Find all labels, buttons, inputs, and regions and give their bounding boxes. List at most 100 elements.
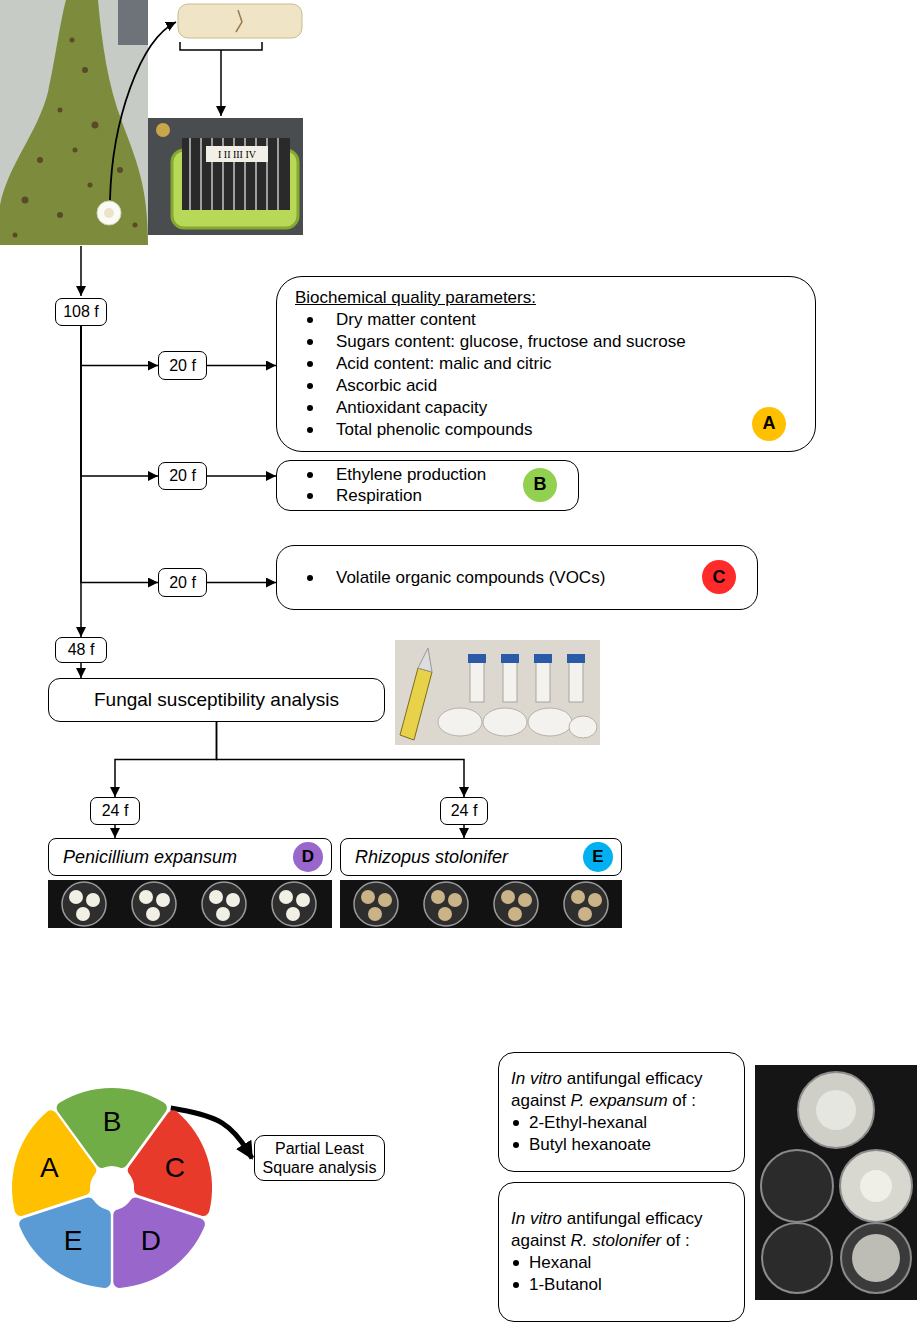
rhizopus-dishes-photo bbox=[340, 880, 622, 928]
connector bbox=[207, 365, 276, 367]
tubes-photo bbox=[534, 654, 552, 663]
species-name: Penicillium expansum bbox=[63, 846, 237, 869]
wheel-letter: D bbox=[141, 1225, 161, 1256]
list-row: Ethylene production bbox=[295, 464, 560, 485]
connector bbox=[217, 722, 465, 797]
wheel-label-holder: C bbox=[165, 1152, 185, 1184]
circle-letter: A bbox=[763, 412, 776, 435]
sample-count-box: 20 f bbox=[158, 568, 207, 597]
list-item: Volatile organic compounds (VOCs) bbox=[336, 568, 605, 587]
pear-photo bbox=[117, 167, 123, 173]
wheel-label-holder: B bbox=[103, 1106, 122, 1138]
core-sample-photo bbox=[236, 10, 242, 32]
box-heading: Biochemical quality parameters: bbox=[295, 287, 797, 309]
circle-letter: E bbox=[592, 846, 603, 867]
count-label: 20 f bbox=[169, 573, 196, 593]
bullet-dot bbox=[307, 317, 313, 323]
tubes-photo bbox=[503, 662, 517, 702]
wheel-letter: A bbox=[40, 1152, 59, 1183]
text-word: vitro bbox=[530, 1069, 562, 1088]
sample-arrows bbox=[180, 42, 262, 50]
in-vitro-dishes-photo bbox=[761, 1150, 833, 1222]
list-item: Antioxidant capacity bbox=[336, 398, 487, 417]
list-row: Total phenolic compounds bbox=[295, 419, 797, 441]
letter-circle: B bbox=[523, 468, 557, 502]
connector bbox=[207, 475, 276, 477]
text-word: efficacy bbox=[645, 1209, 702, 1228]
wheel-letter: E bbox=[64, 1225, 83, 1256]
count-label: 20 f bbox=[169, 356, 196, 376]
list-row: Ascorbic acid bbox=[295, 375, 797, 397]
label-sticker: I II III IV bbox=[206, 146, 268, 162]
connector bbox=[81, 326, 158, 583]
count-label: 24 f bbox=[102, 801, 129, 821]
sample-count-box: 24 f bbox=[90, 797, 140, 825]
bullet-dot bbox=[307, 361, 313, 367]
pear-photo bbox=[104, 208, 114, 218]
process-box: Fungal susceptibility analysis bbox=[48, 678, 385, 722]
rhizopus-dishes-photo bbox=[424, 882, 468, 926]
core-sample-photo bbox=[178, 4, 302, 38]
slicer-photo bbox=[156, 123, 170, 137]
slicer-photo bbox=[277, 138, 278, 210]
pear-photo bbox=[82, 67, 88, 73]
tubes-photo bbox=[395, 640, 600, 745]
list-item: Dry matter content bbox=[336, 310, 476, 329]
tubes-photo bbox=[569, 716, 597, 738]
text-word: R. bbox=[571, 1231, 588, 1250]
connector bbox=[463, 825, 465, 838]
sample-arrows bbox=[81, 22, 262, 296]
count-label: 48 f bbox=[68, 640, 95, 660]
list-item: 1-Butanol bbox=[529, 1275, 602, 1294]
tubes-photo bbox=[483, 708, 527, 736]
pear-photo bbox=[92, 122, 99, 129]
text-word: vitro bbox=[530, 1209, 562, 1228]
penicillium-dishes-photo bbox=[62, 882, 106, 926]
wheel-segment: D bbox=[112, 1195, 207, 1288]
text-word: In bbox=[511, 1069, 525, 1088]
pear-photo bbox=[88, 183, 93, 188]
in-vitro-dishes-photo bbox=[852, 1234, 900, 1282]
wheel-label-holder: A bbox=[40, 1152, 59, 1184]
list-item: Ethylene production bbox=[336, 465, 486, 484]
connector bbox=[81, 326, 158, 476]
wheel-letter: B bbox=[103, 1106, 122, 1137]
bullet-dot bbox=[513, 1142, 519, 1148]
assay-box: In vitro antifungal efficacy against R. … bbox=[498, 1182, 745, 1322]
text-word: efficacy bbox=[645, 1069, 702, 1088]
in-vitro-dishes-photo bbox=[816, 1090, 856, 1130]
wheel-segment-fill bbox=[19, 1197, 111, 1287]
tubes-photo bbox=[395, 640, 600, 745]
sample-count-box: 20 f bbox=[158, 462, 207, 490]
text-word: : bbox=[685, 1231, 690, 1250]
text-word: against bbox=[511, 1231, 566, 1250]
bullet-dot bbox=[307, 383, 313, 389]
box-text: Fungal susceptibility analysis bbox=[94, 688, 339, 712]
bullet-dot bbox=[307, 427, 313, 433]
letter-circle: D bbox=[293, 842, 323, 872]
sample-count-box: 48 f bbox=[55, 637, 107, 663]
rhizopus-dishes-photo bbox=[340, 880, 622, 928]
connector bbox=[81, 326, 158, 366]
pathogen-box: ERhizopus stolonifer bbox=[340, 838, 622, 876]
list-item: Butyl hexanoate bbox=[529, 1135, 651, 1154]
bullet-dot bbox=[307, 493, 313, 499]
in-vitro-dishes-photo bbox=[755, 1065, 917, 1300]
tubes-photo bbox=[468, 654, 486, 663]
wheel-label-holder: D bbox=[141, 1225, 161, 1257]
list-item: Hexanal bbox=[529, 1253, 591, 1272]
text-word: of bbox=[666, 1231, 680, 1250]
wheel-segment-fill bbox=[113, 1197, 205, 1287]
pear-photo bbox=[57, 212, 63, 218]
in-vitro-dishes-photo bbox=[798, 1072, 874, 1148]
bullet-dot bbox=[307, 472, 313, 478]
list-item: 2-Ethyl-hexanal bbox=[529, 1113, 647, 1132]
wheel-label-holder: E bbox=[64, 1225, 83, 1257]
rhizopus-dishes-photo bbox=[494, 882, 538, 926]
pear-photo bbox=[73, 148, 78, 153]
connector bbox=[114, 825, 116, 838]
connector bbox=[80, 663, 82, 678]
circle-letter: D bbox=[302, 846, 314, 867]
in-vitro-dishes-photo bbox=[860, 1170, 892, 1202]
connector bbox=[80, 326, 82, 637]
